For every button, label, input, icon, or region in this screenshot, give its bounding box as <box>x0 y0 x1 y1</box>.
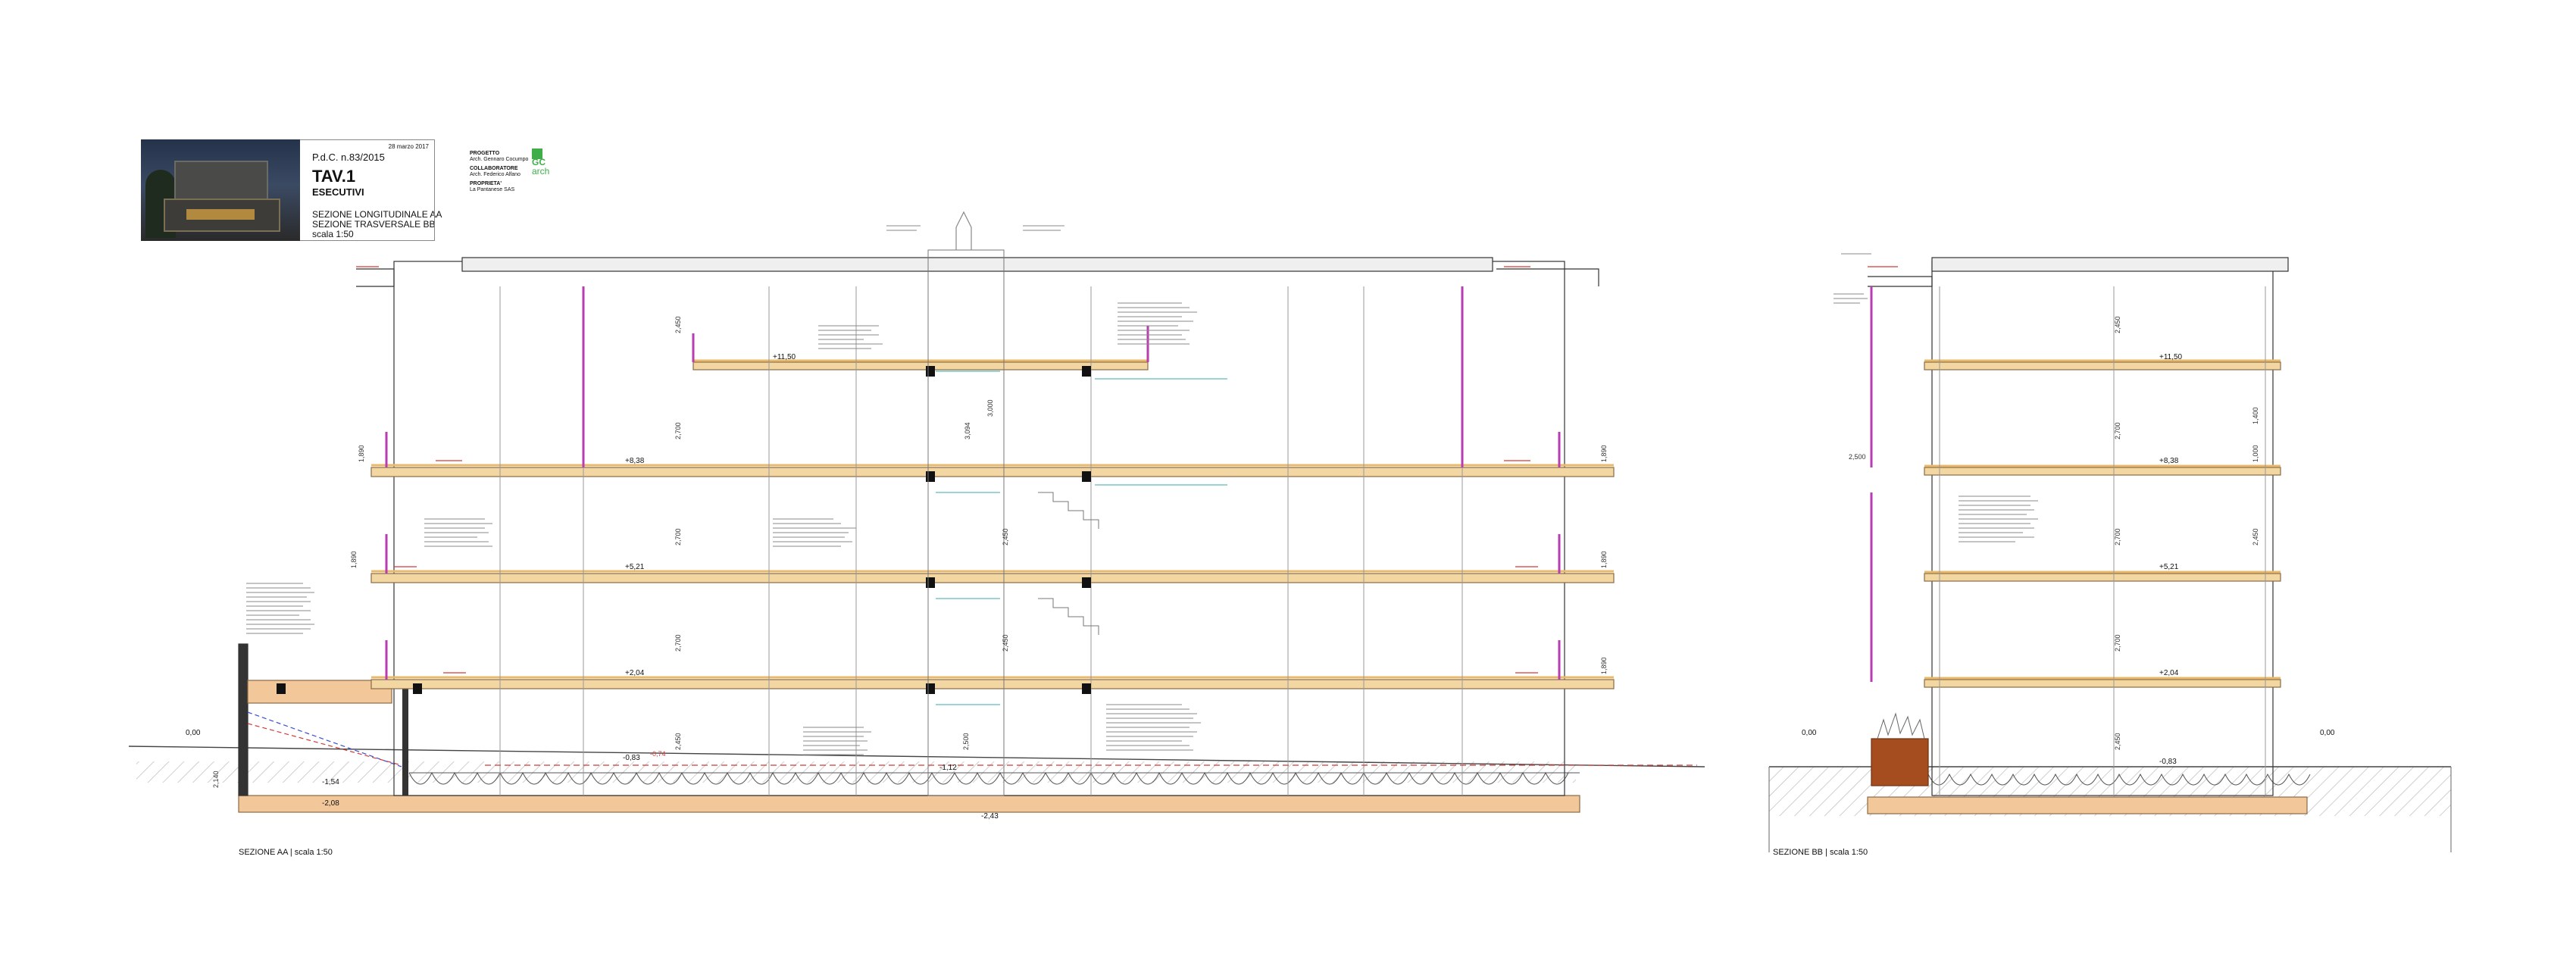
dim-bb-5: 2,450 <box>2114 733 2121 750</box>
dim-bb-2: 2,700 <box>2114 422 2121 439</box>
tb-date: 28 marzo 2017 <box>389 143 430 150</box>
tb-collab-head: COLLABORATORE <box>470 166 518 171</box>
roof-slab-bb <box>1931 257 2289 272</box>
rendering-thumbnail <box>141 139 300 241</box>
dim-aa-2: 2,700 <box>674 422 682 439</box>
tb-owner-name: La Pantanese SAS <box>470 187 514 192</box>
dim-aa-10: 2,500 <box>962 733 970 750</box>
dim-aa-9: 2,450 <box>1002 634 1009 652</box>
level-bb-0-00-right: 0,00 <box>2320 729 2335 737</box>
level-aa-m2-08: -2,08 <box>322 799 339 808</box>
level-aa-2-04: +2,04 <box>625 669 645 677</box>
thumbnail-window-glow <box>186 209 255 220</box>
stair-core-aa <box>927 249 1227 796</box>
columns-bb <box>1939 286 2266 796</box>
level-bb-2-04: +2,04 <box>2159 669 2179 677</box>
logo-mark <box>532 148 542 159</box>
dim-aa-1: 2,450 <box>674 316 682 333</box>
igloo-crawlspace-bb <box>1927 773 2311 786</box>
tb-project-head: PROGETTO <box>470 151 500 156</box>
dim-bb-8: 1,000 <box>2252 445 2259 462</box>
dim-aa-15: 1,890 <box>1600 551 1608 568</box>
tb-collab-name: Arch. Federico Alfano <box>470 172 521 177</box>
dim-aa-16: 1,890 <box>1600 657 1608 674</box>
level-aa-11-50: +11,50 <box>773 353 796 361</box>
dim-aa-13: 1,890 <box>1600 445 1608 462</box>
foundation-slab-bb <box>1867 796 2308 814</box>
dim-aa-12: 1,890 <box>358 445 365 462</box>
dim-bb-7: 1,400 <box>2252 407 2259 424</box>
caption-section-bb: SEZIONE BB | scala 1:50 <box>1773 848 1868 857</box>
foundation-slab-aa <box>238 795 1580 813</box>
note-block-bb <box>1834 253 2038 542</box>
logo-line1: GC <box>532 157 546 167</box>
level-aa-8-38: +8,38 <box>625 457 645 465</box>
red-annotation-marks-aa <box>356 266 1697 766</box>
basement-ramp-fill <box>247 680 392 704</box>
caption-section-aa: SEZIONE AA | scala 1:50 <box>239 848 333 857</box>
level-bb-5-21: +5,21 <box>2159 563 2179 571</box>
dim-aa-5: 2,450 <box>674 733 682 750</box>
level-aa-m1-12: -1,12 <box>939 764 957 772</box>
level-aa-0-00: 0,00 <box>186 729 201 737</box>
dim-aa-7: 3,000 <box>986 399 994 417</box>
dim-aa-6: 2,450 <box>1002 528 1009 546</box>
roof-skylight-aa <box>955 211 972 250</box>
section-bb <box>1768 253 2452 852</box>
level-aa-m0-74: -0,74 <box>650 750 666 758</box>
roof-slab-aa <box>461 257 1493 272</box>
column-caps-aa <box>277 366 1091 694</box>
note-blocks-aa <box>246 225 1201 755</box>
dim-aa-8: 3,094 <box>964 422 971 439</box>
basement-wall-aa <box>238 643 249 796</box>
planter-plants <box>1877 712 1925 739</box>
level-bb-m0-83: -0,83 <box>2159 758 2177 766</box>
level-bb-0-00-left: 0,00 <box>1802 729 1817 737</box>
level-bb-8-38: +8,38 <box>2159 457 2179 465</box>
dim-bb-3: 2,700 <box>2114 528 2121 546</box>
dim-aa-14: 1,890 <box>350 551 358 568</box>
ground-line-aa <box>128 746 1705 767</box>
dim-bb-6: 2,500 <box>1849 453 1866 461</box>
level-aa-m1-54: -1,54 <box>322 778 339 786</box>
dim-aa-4: 2,700 <box>674 634 682 652</box>
thumbnail-building-upper <box>174 161 268 203</box>
tb-subtitle1: SEZIONE LONGITUDINALE AA <box>312 209 442 220</box>
building-envelope-aa <box>393 261 1565 796</box>
partitions-aa <box>385 286 1561 680</box>
tb-owner-head: PROPRIETA' <box>470 181 502 186</box>
level-bb-11-50: +11,50 <box>2159 353 2183 361</box>
dim-aa-11: 2,140 <box>212 771 220 788</box>
tb-permit: P.d.C. n.83/2015 <box>312 152 385 163</box>
section-aa <box>128 211 1705 813</box>
tb-phase: ESECUTIVI <box>312 186 364 198</box>
planter <box>1871 738 1929 786</box>
tb-subtitle2: SEZIONE TRASVERSALE BB <box>312 219 436 230</box>
logo-line2: arch <box>532 166 549 177</box>
dim-bb-9: 2,450 <box>2252 528 2259 546</box>
tb-scale: scala 1:50 <box>312 229 354 239</box>
dim-aa-3: 2,700 <box>674 528 682 546</box>
level-aa-5-21: +5,21 <box>625 563 645 571</box>
igloo-crawlspace-aa <box>408 771 1580 785</box>
tb-project-name: Arch. Gennaro Cocumpo <box>470 157 529 162</box>
level-aa-m0-83: -0,83 <box>623 754 640 762</box>
dim-bb-4: 2,700 <box>2114 634 2121 652</box>
dim-bb-1: 2,450 <box>2114 316 2121 333</box>
level-aa-m2-43: -2,43 <box>981 812 999 821</box>
floor-slabs-bb <box>1924 359 2281 688</box>
tb-sheet: TAV.1 <box>312 167 355 186</box>
